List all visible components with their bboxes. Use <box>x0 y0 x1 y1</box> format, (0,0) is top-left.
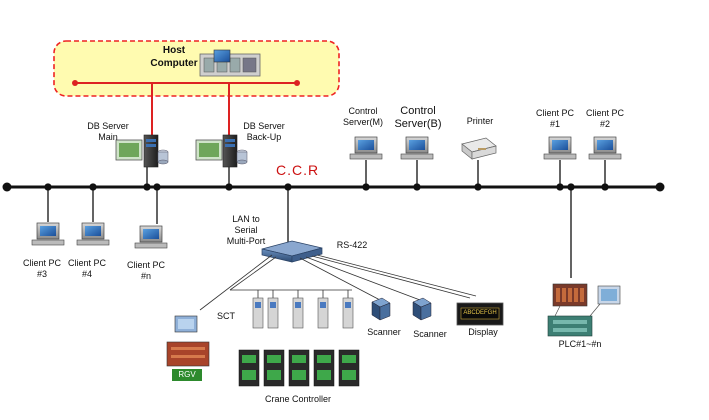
plc-icon <box>547 283 621 337</box>
backbone-taps <box>44 160 609 278</box>
scanner-1-icon <box>371 297 391 321</box>
display-screen <box>460 307 500 320</box>
scanner-2-label: Scanner <box>413 329 447 339</box>
plc-label: PLC#1~#n <box>558 339 602 349</box>
serial-fanout-lines <box>199 254 477 311</box>
backbone-end-right <box>655 182 665 192</box>
control-server-b-label: Control Server(B) <box>394 105 442 130</box>
control-server-m-label: Control Server(M) <box>343 106 383 127</box>
client-pc-1-label: Client PC #1 <box>535 108 574 129</box>
rgv-icon <box>166 315 210 367</box>
client-pc-4-icon <box>76 222 110 246</box>
scanner-2-icon <box>412 297 432 321</box>
client-pc-4-label: Client PC #4 <box>67 258 106 279</box>
db-server-backup-icon <box>195 134 248 168</box>
client-pc-n-label: Client PC #n <box>126 260 165 281</box>
display-text: ABCDEFGH <box>463 310 497 316</box>
serial-multiport-label: LAN to Serial Multi-Port <box>226 214 266 246</box>
client-pc-1-icon <box>543 136 577 160</box>
host-bus-end-left <box>72 80 78 86</box>
db-server-main-label: DB Server Main <box>87 121 129 142</box>
client-pc-3-label: Client PC #3 <box>22 258 61 279</box>
scanner-1-label: Scanner <box>367 327 401 337</box>
control-server-b-icon <box>400 136 434 160</box>
db-server-main-icon <box>115 134 169 168</box>
client-pc-n-icon <box>134 225 168 249</box>
crane-controller-label: Crane Controller <box>264 394 332 404</box>
host-computer-icon <box>199 49 261 77</box>
display-label: Display <box>468 327 498 337</box>
serial-hub-icon <box>261 240 323 263</box>
host-bus-end-right <box>294 80 300 86</box>
client-pc-3-icon <box>31 222 65 246</box>
ccr-label: C.C.R <box>276 162 320 178</box>
crane-controllers <box>238 349 360 387</box>
client-pc-2-label: Client PC #2 <box>585 108 624 129</box>
host-computer-label: Host Computer <box>150 45 198 69</box>
printer-label: Printer <box>466 116 494 126</box>
sct-label: SCT <box>217 311 235 321</box>
rs422-label: RS-422 <box>336 240 368 250</box>
printer-icon <box>461 137 497 160</box>
backbone-end-left <box>2 182 12 192</box>
client-pc-2-icon <box>588 136 622 160</box>
sct-terminals <box>252 297 354 329</box>
rgv-label: RGV <box>172 369 202 381</box>
db-server-backup-label: DB Server Back-Up <box>243 121 285 142</box>
control-server-m-icon <box>349 136 383 160</box>
